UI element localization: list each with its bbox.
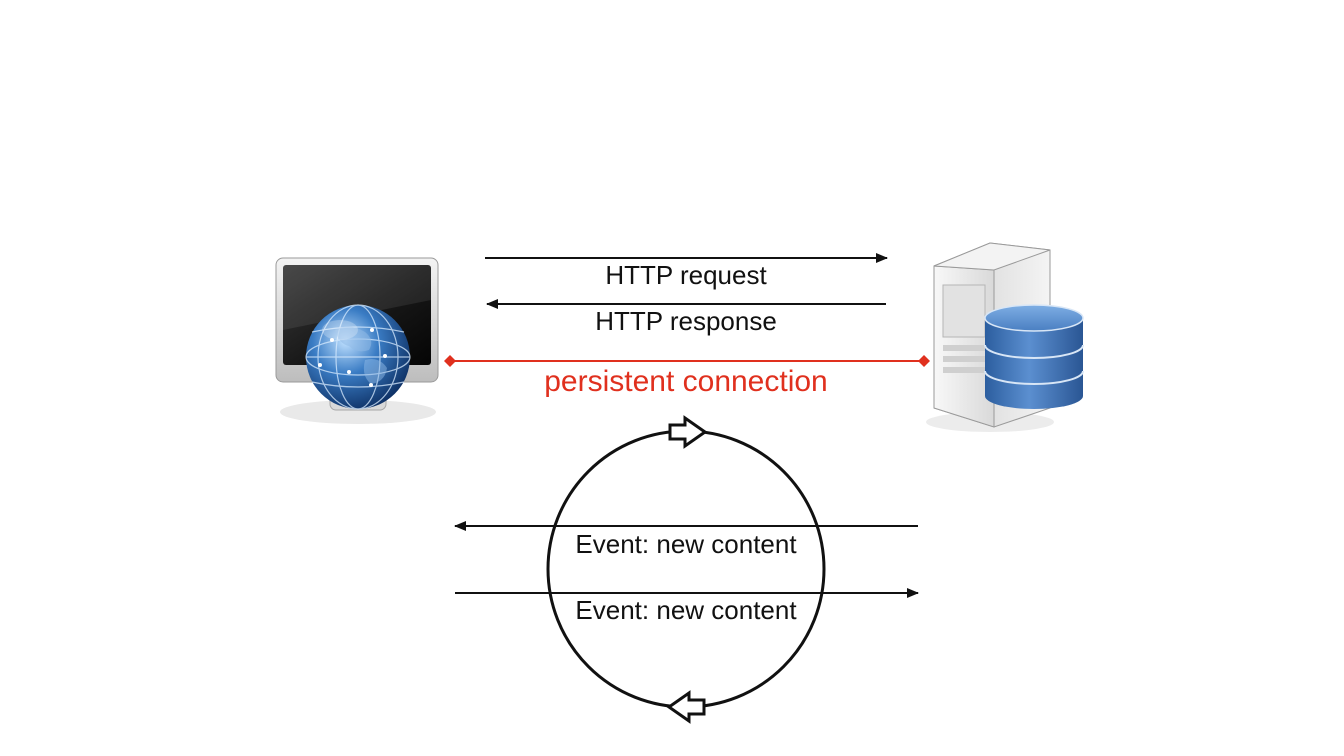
server-database-icon bbox=[926, 242, 1084, 432]
persistent-connection-label: persistent connection bbox=[544, 365, 828, 398]
monitor-globe-icon bbox=[275, 257, 439, 424]
cycle-loop-icon bbox=[546, 415, 826, 724]
event-label-1: Event: new content bbox=[575, 529, 797, 559]
http-request-label: HTTP request bbox=[605, 260, 767, 290]
http-response-label: HTTP response bbox=[595, 306, 777, 336]
event-label-2: Event: new content bbox=[575, 595, 797, 625]
